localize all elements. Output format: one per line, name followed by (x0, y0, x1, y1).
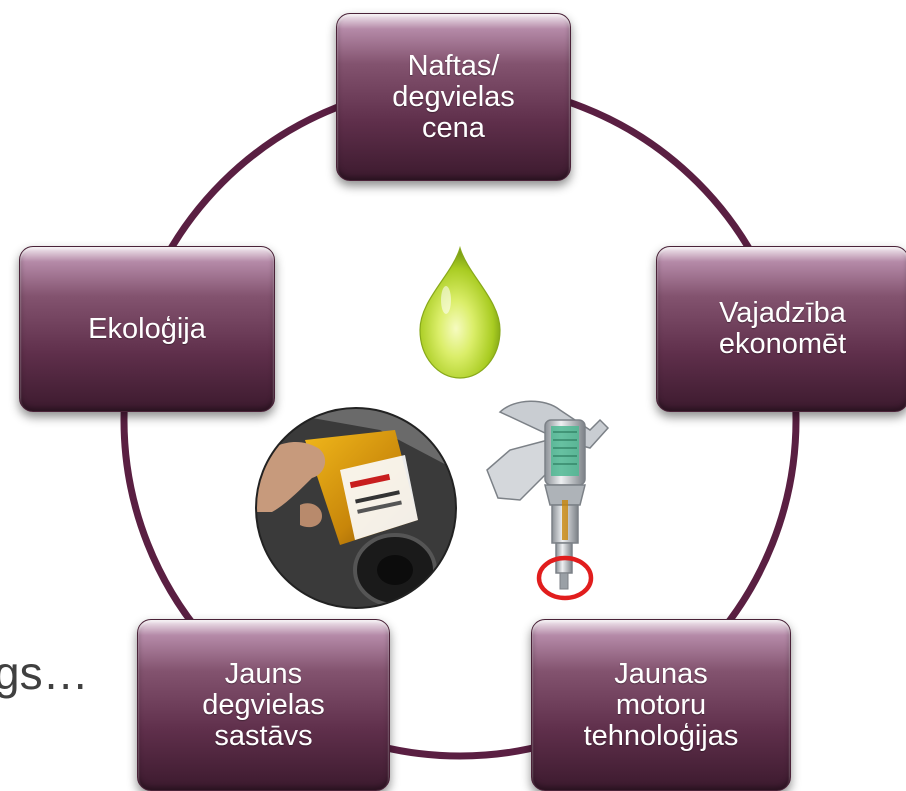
fuel-pouring-photo (255, 407, 457, 609)
node-new-fuel-composition: Jauns degvielas sastāvs (137, 619, 390, 791)
fuel-injector-illustration (486, 400, 610, 590)
oil-drop-icon (419, 245, 501, 379)
node-new-engine-technologies: Jaunas motoru tehnoloģijas (531, 619, 791, 791)
highlight-circle (536, 555, 594, 601)
node-need-to-save: Vajadzība ekonomēt (656, 246, 906, 412)
partial-text: gs… (0, 647, 89, 699)
node-oil-fuel-price: Naftas/ degvielas cena (336, 13, 571, 181)
node-ecology: Ekoloģija (19, 246, 275, 412)
